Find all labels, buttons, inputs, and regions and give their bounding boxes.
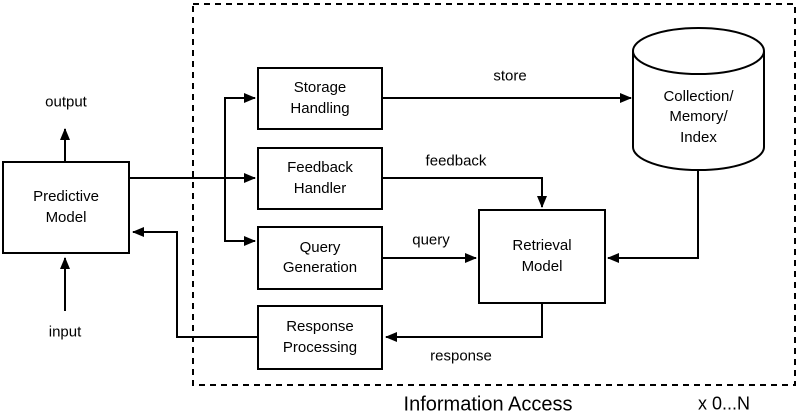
edge-label-input: input: [46, 323, 84, 341]
arrow-feedback: [383, 177, 547, 208]
edge-label-response: response: [428, 347, 494, 365]
arrow-response-to-predictive: [132, 227, 257, 338]
edge-label-feedback: feedback: [423, 152, 489, 170]
edge-label-query: query: [410, 231, 452, 249]
node-predictive-model: Predictive Model: [2, 161, 130, 254]
database-cylinder-top: [632, 27, 765, 75]
edge-label-output: output: [43, 93, 89, 111]
arrow-retrieval-to-response: [385, 304, 543, 342]
node-feedback-handler: Feedback Handler: [257, 147, 383, 210]
edge-label-store: store: [491, 67, 529, 85]
node-query-generation: Query Generation: [257, 226, 383, 290]
multiplicity-label: x 0...N: [697, 393, 751, 414]
node-collection-memory-index-label: Collection/ Memory/ Index: [663, 88, 734, 146]
arrow-collection-to-retrieval: [607, 170, 699, 263]
arrow-branch-to-storage-handling: [224, 93, 256, 178]
information-access-boundary: [192, 3, 796, 386]
database-cylinder-body: [632, 51, 765, 171]
node-response-processing: Response Processing: [257, 305, 383, 370]
information-access-title: Information Access: [403, 393, 573, 416]
node-storage-handling: Storage Handling: [257, 67, 383, 130]
node-retrieval-model: Retrieval Model: [478, 209, 606, 304]
arrow-branch-to-query-generation: [224, 178, 256, 246]
